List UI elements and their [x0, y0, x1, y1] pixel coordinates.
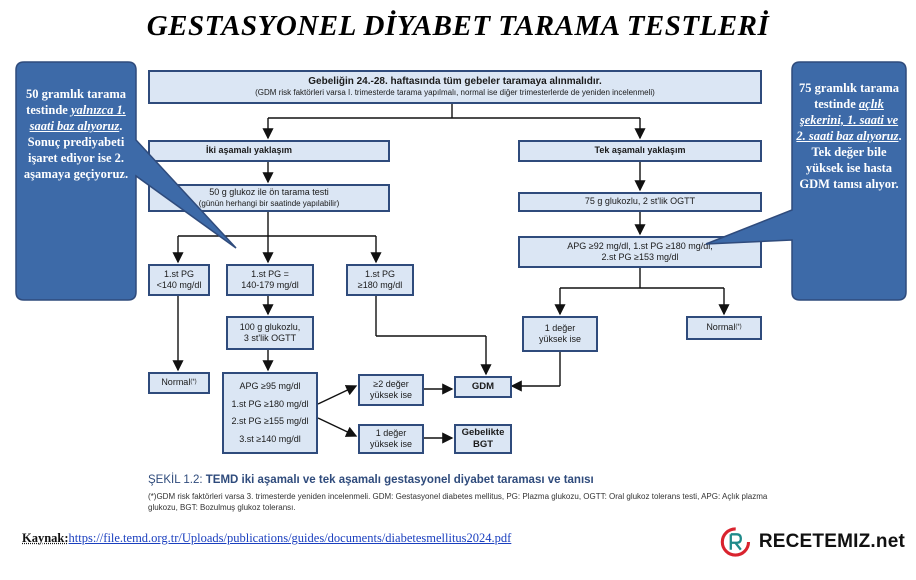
source-link[interactable]: https://file.temd.org.tr/Uploads/publica…: [68, 531, 512, 545]
criteria-item: 2.st PG ≥155 mg/dl: [231, 416, 309, 427]
source-citation: Kaynak:https://file.temd.org.tr/Uploads/…: [22, 530, 522, 547]
left-callout-pre: 50 gramlık tarama testinde: [26, 87, 126, 117]
figure-caption: ŞEKİL 1.2: TEMD iki aşamalı ve tek aşama…: [148, 474, 594, 486]
pg-mid-box: 1.st PG = 140-179 mg/dl: [226, 264, 314, 296]
right-normal-box: Normal(*): [686, 316, 762, 340]
right-callout-text: 75 gramlık tarama testinde açlık şekerin…: [796, 80, 902, 192]
criteria-item: 3.st ≥140 mg/dl: [239, 433, 301, 444]
one-step-label: Tek aşamalı yaklaşım: [594, 145, 686, 156]
criteria-item: 1.st PG ≥180 mg/dl: [231, 398, 309, 409]
ogtt-100g-box: 100 g glukozlu, 3 st'lik OGTT: [226, 316, 314, 350]
site-logo[interactable]: RECETEMIZ.net: [720, 520, 905, 564]
pg-high-box: 1.st PG ≥180 mg/dl: [346, 264, 414, 296]
bgt-diagnosis-box: Gebelikte BGT: [454, 424, 512, 454]
right-callout-post: . Tek değer bile yüksek ise hasta GDM ta…: [799, 129, 902, 191]
one-value-high-box: 1 değer yüksek ise: [358, 424, 424, 454]
caption-prefix: ŞEKİL 1.2:: [148, 474, 206, 486]
recetemiz-logo-icon: [720, 527, 751, 557]
ogtt-100g-criteria-box: APG ≥95 mg/dl 1.st PG ≥180 mg/dl 2.st PG…: [222, 372, 318, 454]
one-high-right-box: 1 değer yüksek ise: [522, 316, 598, 352]
two-step-label: İki aşamalı yaklaşım: [206, 145, 293, 156]
test-50g-title: 50 g glukoz ile ön tarama testi: [209, 187, 329, 198]
left-callout-text: 50 gramlık tarama testinde yalnızca 1. s…: [22, 86, 130, 182]
right-callout-pre: 75 gramlık tarama testinde: [799, 81, 899, 111]
right-callout-emphasis: açlık şekerini, 1. saati ve 2. saati baz…: [796, 97, 899, 143]
left-normal-box: Normal(*): [148, 372, 210, 394]
test-50g-note: (günün herhangi bir saatinde yapılabilir…: [198, 198, 340, 208]
left-normal-label: Normal: [161, 377, 191, 388]
one-step-header: Tek aşamalı yaklaşım: [518, 140, 762, 162]
pg-low-box: 1.st PG <140 mg/dl: [148, 264, 210, 296]
source-label: Kaynak:: [22, 531, 69, 545]
page-title: GESTASYONEL DİYABET TARAMA TESTLERİ: [146, 10, 770, 42]
criteria-item: APG ≥95 mg/dl: [239, 381, 301, 392]
screening-intro-line2: (GDM risk faktörleri varsa I. trimesterd…: [255, 88, 655, 98]
two-values-high-box: ≥2 değer yüksek ise: [358, 374, 424, 406]
caption-text: TEMD iki aşamalı ve tek aşamalı gestasyo…: [205, 474, 594, 486]
left-callout-emphasis: yalnızca 1. saati baz alıyoruz: [29, 103, 126, 133]
left-normal-footnote-mark: (*): [190, 379, 197, 386]
screening-intro-box: Gebeliğin 24.-28. haftasında tüm gebeler…: [148, 70, 762, 104]
right-normal-footnote-mark: (*): [735, 324, 742, 331]
footnote: (*)GDM risk faktörleri varsa 3. trimeste…: [148, 492, 768, 512]
screening-intro-line1: Gebeliğin 24.-28. haftasında tüm gebeler…: [308, 75, 602, 87]
logo-text: RECETEMIZ.net: [758, 531, 905, 552]
two-step-header: İki aşamalı yaklaşım: [148, 140, 390, 162]
right-normal-label: Normal: [706, 322, 736, 333]
ogtt-75g-box: 75 g glukozlu, 2 st'lik OGTT: [518, 192, 762, 212]
left-callout-post: . Sonuç prediyabeti işaret ediyor ise 2.…: [23, 119, 129, 181]
gdm-diagnosis-box: GDM: [454, 376, 512, 398]
